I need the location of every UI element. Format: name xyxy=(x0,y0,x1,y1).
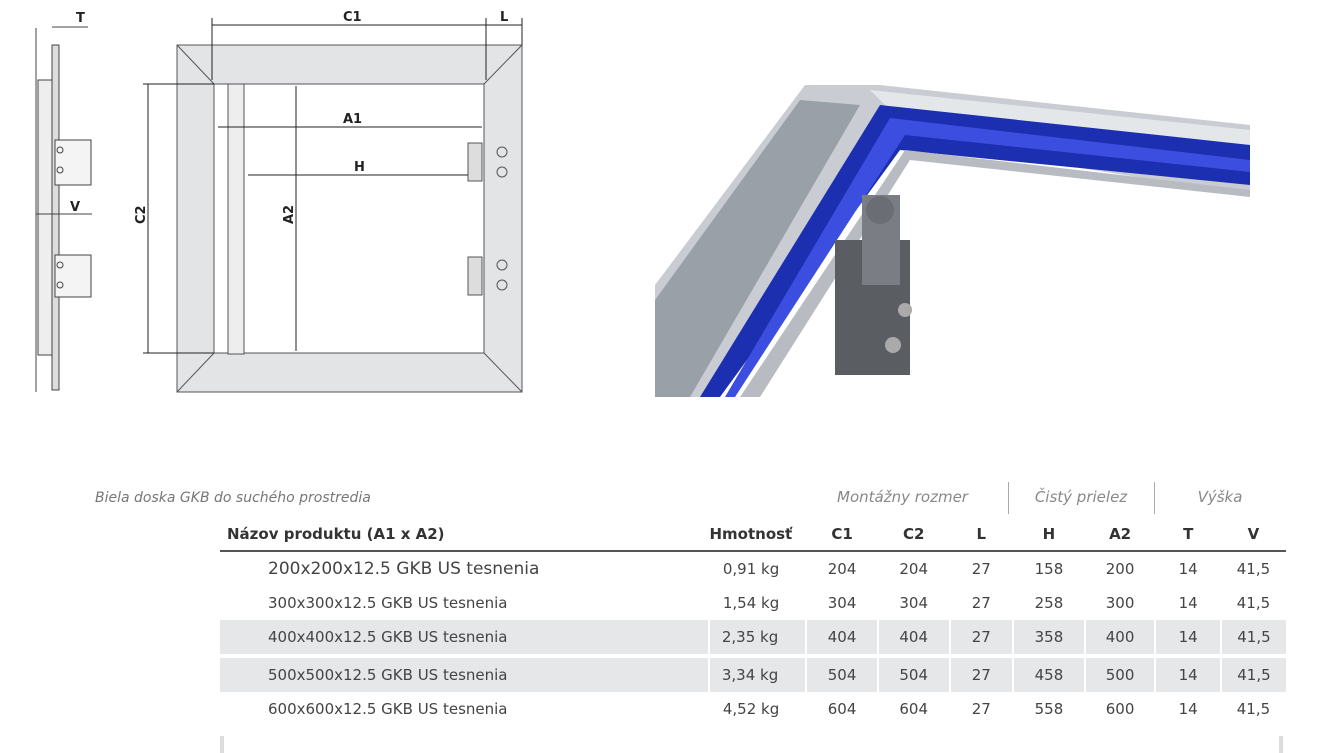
cell: 4,52 kg xyxy=(722,700,780,718)
product-name: 500x500x12.5 GKB US tesnenia xyxy=(220,658,710,692)
cell: 304 xyxy=(899,594,929,612)
table-caption: Biela doska GKB do suchého prostredia xyxy=(95,490,371,506)
table-header: Názov produktu (A1 x A2) Hmotnosť C1 C2 … xyxy=(220,518,1286,552)
group-header-height: Výška xyxy=(1197,488,1243,506)
scrollbar-stub xyxy=(220,736,224,753)
cell: 41,5 xyxy=(1236,560,1271,578)
col-header: L xyxy=(949,518,1014,552)
col-header: Názov produktu (A1 x A2) xyxy=(220,518,710,552)
label-T: T xyxy=(76,11,85,26)
cell: 14 xyxy=(1154,620,1221,654)
col-header: T xyxy=(1155,518,1221,552)
cell: 600 xyxy=(1105,700,1135,718)
cell: 14 xyxy=(1178,700,1198,718)
cell: 458 xyxy=(1012,658,1085,692)
label-A1: A1 xyxy=(343,112,362,127)
col-header: C2 xyxy=(877,518,950,552)
label-C1: C1 xyxy=(343,10,362,25)
product-name: 200x200x12.5 GKB US tesnenia xyxy=(268,559,540,579)
technical-drawing: T V C1 L A1 H C2 A2 xyxy=(35,10,1250,397)
cell: 300 xyxy=(1105,594,1135,612)
label-H: H xyxy=(354,160,365,175)
label-C2: C2 xyxy=(134,205,149,224)
table-row: 200x200x12.5 GKB US tesnenia 0,91 kg 204 20… xyxy=(220,551,1286,586)
cell: 358 xyxy=(1012,620,1085,654)
col-header: C1 xyxy=(806,518,878,552)
group-header-mounting: Montážny rozmer xyxy=(837,488,968,506)
cell: 404 xyxy=(805,620,878,654)
cell: 204 xyxy=(827,560,857,578)
product-name: 400x400x12.5 GKB US tesnenia xyxy=(220,620,710,654)
cell: 41,5 xyxy=(1236,594,1271,612)
cell: 27 xyxy=(971,560,991,578)
cell: 0,91 kg xyxy=(722,560,780,578)
product-photo xyxy=(655,85,1250,397)
cell: 158 xyxy=(1034,560,1064,578)
product-name: 300x300x12.5 GKB US tesnenia xyxy=(268,594,508,612)
scrollbar-stub xyxy=(1279,736,1283,753)
cell: 504 xyxy=(876,658,950,692)
cell: 504 xyxy=(805,658,878,692)
table-row: 600x600x12.5 GKB US tesnenia 4,52 kg 604 60… xyxy=(220,692,1286,726)
cell: 41,5 xyxy=(1236,700,1271,718)
cell: 41,5 xyxy=(1219,620,1286,654)
cell: 400 xyxy=(1083,620,1156,654)
cell: 41,5 xyxy=(1219,658,1286,692)
cell: 558 xyxy=(1034,700,1064,718)
side-profile xyxy=(35,26,92,392)
col-header: V xyxy=(1220,518,1286,552)
cell: 14 xyxy=(1178,594,1198,612)
group-divider xyxy=(1154,482,1155,514)
col-header: Hmotnosť xyxy=(709,518,807,552)
col-header: A2 xyxy=(1084,518,1156,552)
cell: 200 xyxy=(1105,560,1135,578)
cell: 1,54 kg xyxy=(722,594,780,612)
col-header: H xyxy=(1013,518,1085,552)
cell: 14 xyxy=(1178,560,1198,578)
cell: 27 xyxy=(948,620,1014,654)
cell: 27 xyxy=(948,658,1014,692)
cell: 404 xyxy=(876,620,950,654)
group-header-clear-opening: Čistý prielez xyxy=(1034,488,1128,506)
label-A2: A2 xyxy=(282,205,297,224)
table-row: 300x300x12.5 GKB US tesnenia 1,54 kg 304 30… xyxy=(220,586,1286,620)
cell: 500 xyxy=(1083,658,1156,692)
product-name: 600x600x12.5 GKB US tesnenia xyxy=(268,700,508,718)
cell: 3,34 kg xyxy=(708,658,807,692)
cell: 604 xyxy=(827,700,857,718)
front-view xyxy=(143,18,523,393)
cell: 27 xyxy=(971,594,991,612)
cell: 204 xyxy=(899,560,929,578)
group-divider xyxy=(1008,482,1009,514)
cell: 14 xyxy=(1154,658,1221,692)
label-V: V xyxy=(70,200,80,215)
row-spacer xyxy=(220,654,1286,658)
cell: 258 xyxy=(1034,594,1064,612)
product-table: Názov produktu (A1 x A2) Hmotnosť C1 C2 … xyxy=(220,518,1286,726)
cell: 304 xyxy=(827,594,857,612)
cell: 2,35 kg xyxy=(708,620,807,654)
cell: 604 xyxy=(899,700,929,718)
label-L: L xyxy=(500,10,508,25)
cell: 27 xyxy=(971,700,991,718)
